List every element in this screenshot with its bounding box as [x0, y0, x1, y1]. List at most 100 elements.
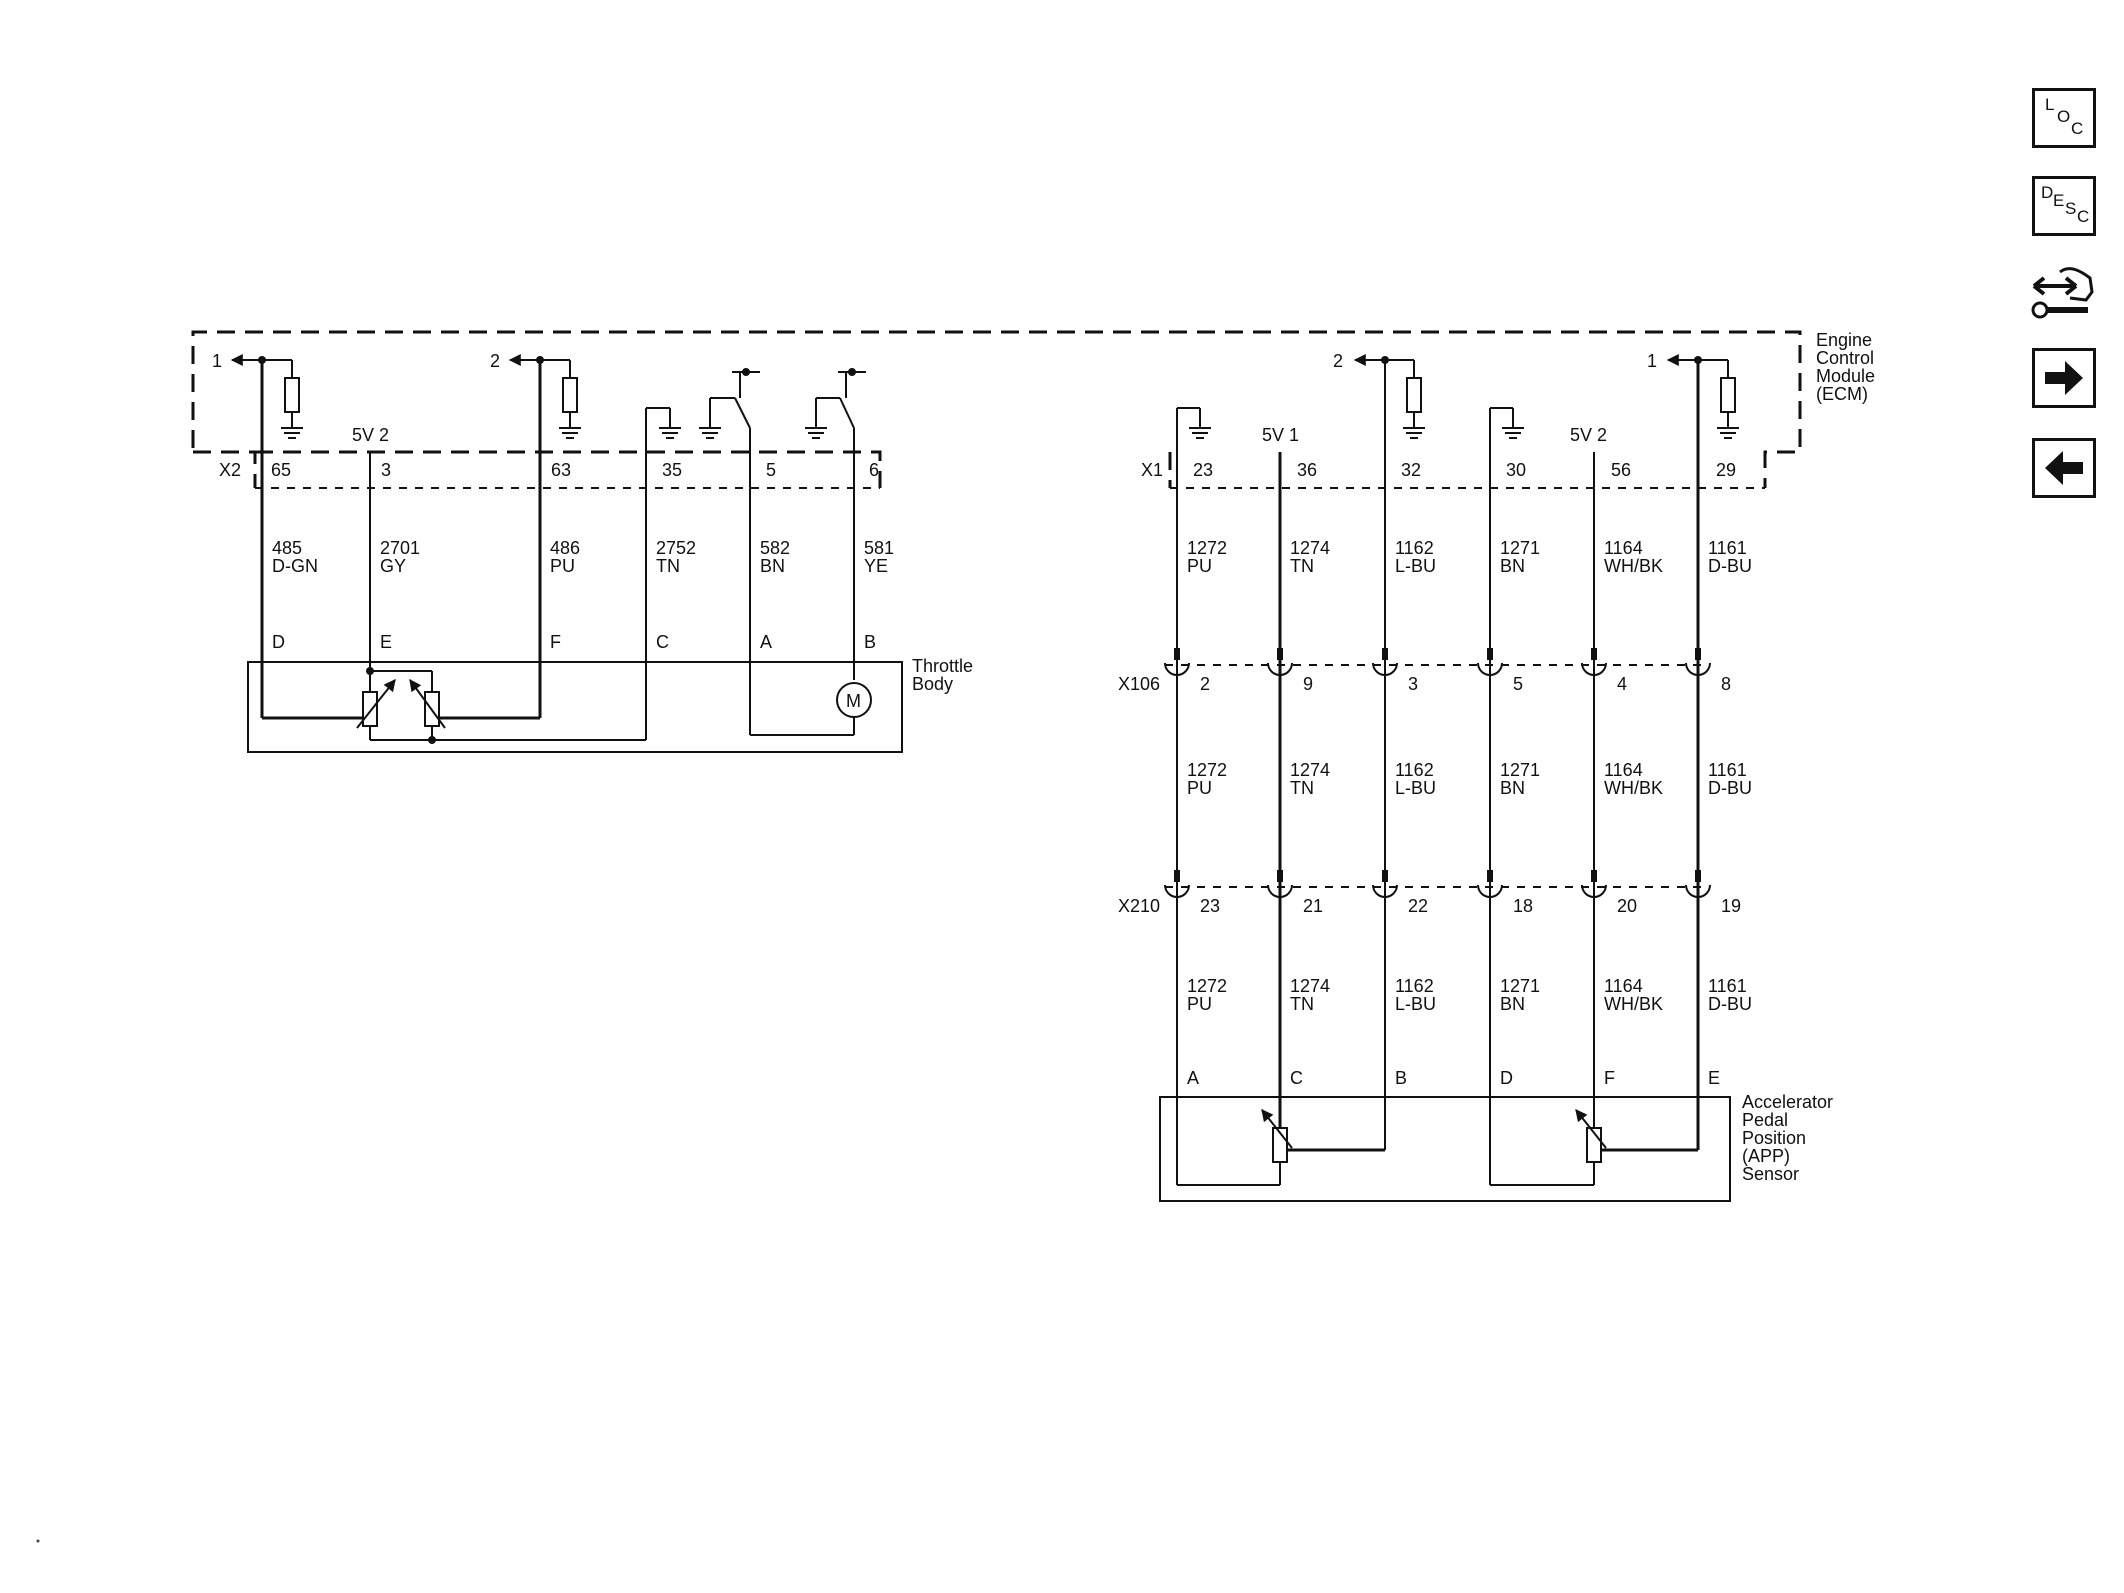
svg-text:D: D — [1500, 1068, 1513, 1088]
x1-pin: 23 — [1193, 460, 1213, 480]
svg-text:8: 8 — [1721, 674, 1731, 694]
x1-pin: 29 — [1716, 460, 1736, 480]
x210-connector — [1164, 884, 1711, 898]
svg-text:BN: BN — [760, 556, 785, 576]
throttle-wire-labels: 485 D-GN 2701 GY 486 PU 2752 TN 582 BN 5… — [272, 538, 894, 576]
throttle-motor-label: M — [846, 691, 861, 711]
svg-text:BN: BN — [1500, 556, 1525, 576]
svg-text:PU: PU — [1187, 778, 1212, 798]
throttle-body — [247, 661, 903, 753]
svg-text:BN: BN — [1500, 994, 1525, 1014]
svg-text:F: F — [1604, 1068, 1615, 1088]
svg-text:1161: 1161 — [1708, 976, 1747, 996]
wrench-connector-icon — [2031, 267, 2094, 319]
svg-text:PU: PU — [1187, 556, 1212, 576]
x106-label: X106 — [1118, 674, 1160, 694]
x2-connector-label: X2 — [219, 460, 241, 480]
svg-text:1164: 1164 — [1604, 976, 1643, 996]
x2-pin: 3 — [381, 460, 391, 480]
x106-connector — [1164, 662, 1711, 676]
svg-text:D: D — [272, 632, 285, 652]
svg-text:Control: Control — [1816, 348, 1874, 368]
svg-text:YE: YE — [864, 556, 888, 576]
svg-text:5: 5 — [1513, 674, 1523, 694]
svg-text:D-BU: D-BU — [1708, 556, 1752, 576]
svg-text:A: A — [760, 632, 772, 652]
svg-text:3: 3 — [1408, 674, 1418, 694]
svg-text:B: B — [864, 632, 876, 652]
location-button[interactable]: L O C — [2032, 88, 2096, 148]
x2-pin: 6 — [869, 460, 879, 480]
arrow-right-icon — [2045, 361, 2083, 395]
svg-text:C: C — [656, 632, 669, 652]
svg-text:1161: 1161 — [1708, 760, 1747, 780]
svg-text:1271: 1271 — [1500, 760, 1540, 780]
svg-text:Accelerator: Accelerator — [1742, 1092, 1833, 1112]
ecm-internal-right — [1176, 354, 1739, 520]
x1-pin: 56 — [1611, 460, 1631, 480]
next-button[interactable] — [2032, 348, 2096, 408]
loc-glyph: O — [2057, 107, 2071, 126]
ecm-outline — [191, 330, 1802, 488]
connector-tool-button[interactable] — [2030, 262, 2100, 326]
desc-glyph: E — [2053, 191, 2065, 210]
x2-pin: 63 — [551, 460, 571, 480]
app-sensor-label: Accelerator Pedal Position (APP) Sensor — [1742, 1092, 1833, 1184]
svg-text:Position: Position — [1742, 1128, 1806, 1148]
x1-pin-labels: 23 36 32 30 56 29 — [1193, 460, 1736, 480]
svg-text:2: 2 — [490, 351, 500, 371]
svg-text:1274: 1274 — [1290, 760, 1330, 780]
svg-text:BN: BN — [1500, 778, 1525, 798]
x1-pin: 30 — [1506, 460, 1526, 480]
svg-text:GY: GY — [380, 556, 406, 576]
x210-terminals — [1174, 870, 1701, 882]
throttle-wires — [260, 360, 855, 735]
svg-text:1162: 1162 — [1395, 760, 1434, 780]
x2-pin: 35 — [662, 460, 682, 480]
loc-glyph: C — [2071, 119, 2084, 138]
ecm-label: Engine Control Module (ECM) — [1816, 330, 1875, 404]
svg-text:1274: 1274 — [1290, 976, 1330, 996]
svg-text:D-GN: D-GN — [272, 556, 318, 576]
svg-text:C: C — [1290, 1068, 1303, 1088]
svg-text:D-BU: D-BU — [1708, 994, 1752, 1014]
svg-text:(APP): (APP) — [1742, 1146, 1790, 1166]
arrow-left-icon — [2045, 451, 2083, 485]
svg-text:2752: 2752 — [656, 538, 696, 558]
desc-glyph: C — [2077, 207, 2090, 226]
svg-text:TN: TN — [1290, 778, 1314, 798]
svg-text:TN: TN — [1290, 556, 1314, 576]
x1-pin: 32 — [1401, 460, 1421, 480]
app-wire-labels-lower: 1272 PU 1274 TN 1162 L-BU 1271 BN 1164 W… — [1187, 976, 1752, 1014]
svg-text:1164: 1164 — [1604, 538, 1643, 558]
svg-text:1164: 1164 — [1604, 760, 1643, 780]
svg-text:1162: 1162 — [1395, 538, 1434, 558]
svg-text:TN: TN — [656, 556, 680, 576]
svg-text:WH/BK: WH/BK — [1604, 778, 1663, 798]
svg-text:WH/BK: WH/BK — [1604, 556, 1663, 576]
svg-text:TN: TN — [1290, 994, 1314, 1014]
ecm-internal-left — [230, 354, 866, 520]
svg-text:L-BU: L-BU — [1395, 994, 1436, 1014]
svg-text:L-BU: L-BU — [1395, 778, 1436, 798]
app-wire-labels-upper: 1272 PU 1274 TN 1162 L-BU 1271 BN 1164 W… — [1187, 538, 1752, 576]
svg-text:Module: Module — [1816, 366, 1875, 386]
description-button[interactable]: D E S C — [2032, 176, 2096, 236]
svg-text:Body: Body — [912, 674, 953, 694]
x210-pin-labels: 23 21 22 18 20 19 — [1200, 896, 1741, 916]
svg-text:Engine: Engine — [1816, 330, 1872, 350]
svg-text:E: E — [380, 632, 392, 652]
svg-text:1271: 1271 — [1500, 976, 1540, 996]
loc-glyph: L — [2045, 95, 2055, 114]
svg-text:PU: PU — [550, 556, 575, 576]
x210-label: X210 — [1118, 896, 1160, 916]
previous-button[interactable] — [2032, 438, 2096, 498]
svg-text:2: 2 — [1200, 674, 1210, 694]
x2-pin: 65 — [271, 460, 291, 480]
app-wire-labels-middle: 1272 PU 1274 TN 1162 L-BU 1271 BN 1164 W… — [1187, 760, 1752, 798]
svg-text:1161: 1161 — [1708, 538, 1747, 558]
svg-text:Throttle: Throttle — [912, 656, 973, 676]
svg-text:21: 21 — [1303, 896, 1323, 916]
svg-text:5V 2: 5V 2 — [1570, 425, 1607, 445]
app-wires — [1176, 360, 1700, 1185]
